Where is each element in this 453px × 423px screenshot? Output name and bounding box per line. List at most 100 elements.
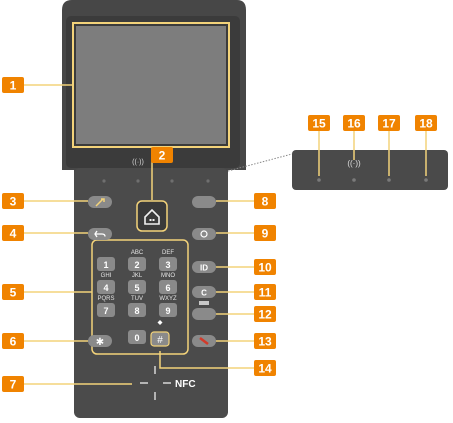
indicator-light bbox=[206, 179, 210, 183]
back-key[interactable] bbox=[88, 228, 112, 240]
energy-saver-key[interactable] bbox=[192, 196, 216, 208]
settings-key[interactable] bbox=[88, 196, 112, 208]
status-monitor-icon bbox=[200, 230, 208, 238]
keypad-letters: GHI bbox=[101, 273, 112, 279]
callout-number: 17 bbox=[382, 117, 396, 131]
indicator-light bbox=[102, 179, 106, 183]
callout-number: 3 bbox=[10, 195, 17, 209]
callout-badge-18: 18 bbox=[415, 115, 437, 131]
zoom-indicator-light bbox=[352, 178, 356, 182]
stop-key[interactable] bbox=[192, 335, 216, 347]
keypad-key-0[interactable]: 0 bbox=[128, 330, 146, 344]
callout-badge-11: 11 bbox=[254, 284, 276, 300]
keypad-letters: PQRS bbox=[97, 296, 114, 302]
callout-number: 18 bbox=[419, 117, 433, 131]
hash-key-symbol: # bbox=[157, 335, 163, 346]
callout-number: 15 bbox=[312, 117, 326, 131]
blank-key[interactable] bbox=[192, 308, 216, 320]
keypad-digit: 3 bbox=[165, 260, 170, 270]
stop-icon bbox=[199, 337, 209, 345]
zoom-leader-line bbox=[227, 153, 293, 172]
keypad-digit: 7 bbox=[103, 306, 108, 316]
back-arrow-icon bbox=[94, 230, 106, 238]
callout-number: 12 bbox=[258, 308, 272, 322]
clear-key-label: C bbox=[201, 289, 207, 298]
home-button[interactable] bbox=[136, 200, 168, 232]
keypad-highlight bbox=[91, 239, 189, 355]
clear-key[interactable]: C bbox=[192, 286, 216, 298]
keypad-key-4[interactable]: 4 GHI bbox=[97, 273, 115, 294]
indicator-light bbox=[170, 179, 174, 183]
callout-number: 10 bbox=[258, 261, 272, 275]
keypad-digit: 6 bbox=[165, 283, 170, 293]
star-key-symbol: ✱ bbox=[96, 337, 104, 348]
id-key-label: ID bbox=[200, 264, 208, 273]
callout-badge-8: 8 bbox=[254, 193, 276, 209]
keypad-digit: 8 bbox=[134, 306, 139, 316]
keypad-digit: 1 bbox=[103, 260, 108, 270]
callout-badge-16: 16 bbox=[343, 115, 365, 131]
zoom-indicator-light bbox=[317, 178, 321, 182]
keypad-digit: 9 bbox=[165, 306, 170, 316]
keypad-digit: 4 bbox=[103, 283, 108, 293]
callout-number: 1 bbox=[10, 79, 17, 93]
callout-leaders bbox=[24, 84, 427, 385]
panel-lower bbox=[74, 168, 228, 418]
callout-badge-15: 15 bbox=[308, 115, 330, 131]
keypad-key-7[interactable]: 7 PQRS bbox=[97, 296, 115, 317]
zoom-indicator-light bbox=[424, 178, 428, 182]
nfc-mark bbox=[140, 366, 171, 400]
callout-badge-5: 5 bbox=[2, 284, 24, 300]
callout-number: 8 bbox=[262, 195, 269, 209]
callout-badge-17: 17 bbox=[378, 115, 400, 131]
id-key[interactable]: ID bbox=[192, 261, 216, 273]
callout-badge-10: 10 bbox=[254, 259, 276, 275]
callout-badge-6: 6 bbox=[2, 333, 24, 349]
callout-number: 11 bbox=[259, 286, 272, 300]
keypad-letters: TUV bbox=[131, 296, 143, 302]
callout-badge-13: 13 bbox=[254, 333, 276, 349]
callout-badge-4: 4 bbox=[2, 225, 24, 241]
settings-wrench-icon bbox=[95, 198, 105, 207]
keypad-digit: 0 bbox=[134, 333, 139, 343]
keypad-letters: ABC bbox=[131, 250, 144, 256]
keypad-digit: 5 bbox=[134, 283, 139, 293]
callout-number: 13 bbox=[258, 335, 272, 349]
keypad-letters: DEF bbox=[162, 250, 174, 256]
keypad-key-3[interactable]: 3 DEF bbox=[159, 250, 177, 271]
status-monitor-key[interactable] bbox=[192, 228, 216, 240]
keypad-key-2[interactable]: 2 ABC bbox=[128, 250, 146, 271]
zoom-wifi-symbol: ((·)) bbox=[347, 159, 361, 168]
callout-badge-12: 12 bbox=[254, 306, 276, 322]
nfc-label: NFC bbox=[175, 379, 196, 390]
callout-number: 2 bbox=[159, 149, 166, 163]
indicator-zoom-panel bbox=[292, 150, 448, 190]
keypad-letters: WXYZ bbox=[159, 296, 177, 302]
keypad-letters: JKL bbox=[132, 273, 143, 279]
zoom-indicator-light bbox=[387, 178, 391, 182]
callout-badge-7: 7 bbox=[2, 376, 24, 392]
hash-key[interactable]: # bbox=[150, 331, 170, 347]
touch-screen bbox=[76, 26, 226, 144]
callout-number: 4 bbox=[10, 227, 17, 241]
keypad-key-9[interactable]: 9 WXYZ bbox=[159, 296, 177, 317]
callout-badge-14: 14 bbox=[254, 360, 276, 376]
callout-badge-9: 9 bbox=[254, 225, 276, 241]
star-key[interactable]: ✱ bbox=[88, 335, 112, 348]
callout-number: 7 bbox=[10, 378, 17, 392]
callout-badge-2: 2 bbox=[151, 147, 173, 163]
callout-number: 9 bbox=[262, 227, 269, 241]
keypad-key-8[interactable]: 8 TUV bbox=[128, 296, 146, 317]
callout-badge-1: 1 bbox=[2, 77, 24, 93]
keypad-key-5[interactable]: 5 JKL bbox=[128, 273, 146, 294]
callout-number: 14 bbox=[258, 362, 272, 376]
callout-number: 6 bbox=[10, 335, 17, 349]
keypad-key-1[interactable]: 1 bbox=[97, 257, 115, 271]
keypad-digit: 2 bbox=[134, 260, 139, 270]
indicator-light bbox=[136, 179, 140, 183]
diamond-mark bbox=[157, 320, 163, 325]
